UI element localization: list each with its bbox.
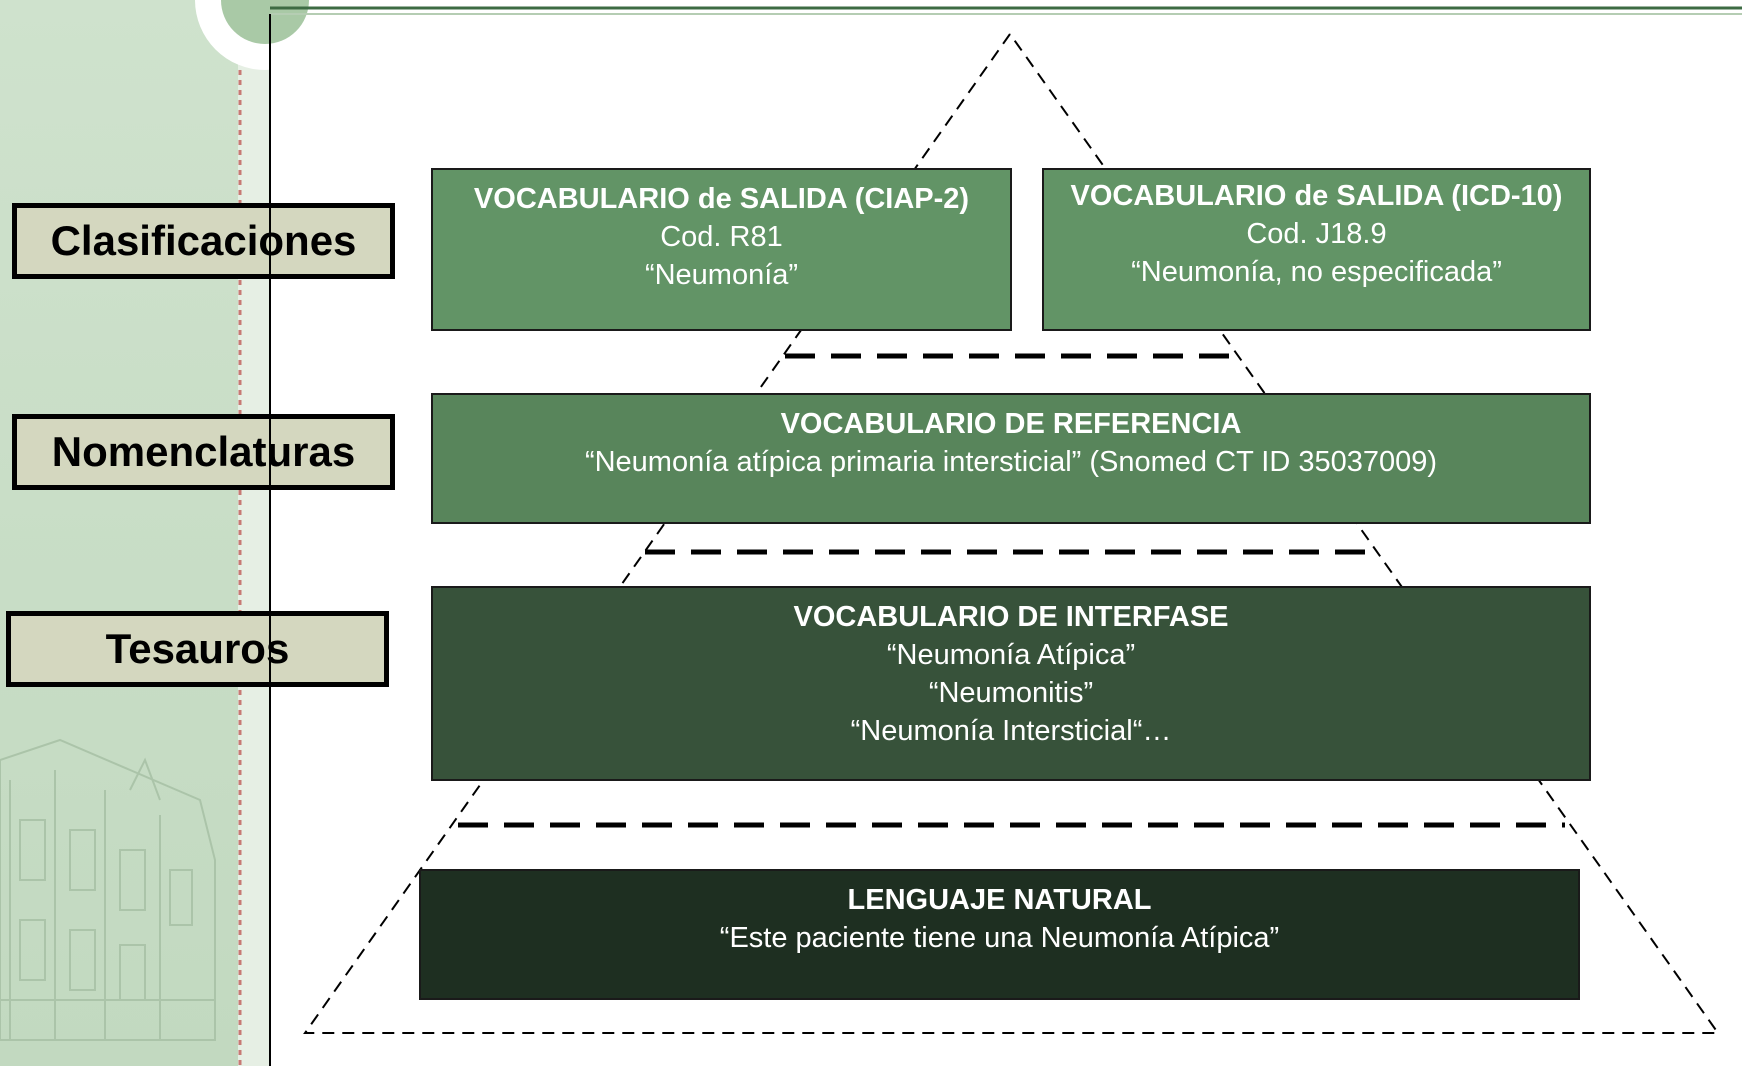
box-referencia-term: “Neumonía atípica primaria intersticial”… [584,446,1438,478]
label-nomenclaturas: Nomenclaturas [12,414,395,490]
box-referencia-title: VOCABULARIO DE REFERENCIA [780,408,1242,440]
box-referencia: VOCABULARIO DE REFERENCIA “Neumonía atíp… [431,393,1591,524]
box-salida-icd-term: “Neumonía, no especificada” [1131,256,1502,288]
box-interfase-term-2: “Neumonitis” [928,677,1094,709]
pyramid-outline [303,33,1720,1034]
box-salida-ciap-title: VOCABULARIO de SALIDA (CIAP-2) [473,183,970,215]
box-salida-ciap-term: “Neumonía” [644,259,799,291]
box-lenguaje-natural-term: “Este paciente tiene una Neumonía Atípic… [719,922,1280,954]
box-lenguaje-natural-title: LENGUAJE NATURAL [847,884,1152,916]
box-interfase: VOCABULARIO DE INTERFASE “Neumonía Atípi… [431,586,1591,781]
top-circle-inner [221,0,309,44]
left-panel [0,0,270,1066]
box-lenguaje-natural: LENGUAJE NATURAL “Este paciente tiene un… [419,869,1580,1000]
box-salida-ciap: VOCABULARIO de SALIDA (CIAP-2) Cod. R81 … [431,168,1012,331]
box-interfase-term-3: “Neumonía Intersticial“… [850,715,1172,747]
box-interfase-term-1: “Neumonía Atípica” [886,639,1136,671]
box-salida-icd: VOCABULARIO de SALIDA (ICD-10) Cod. J18.… [1042,168,1591,331]
box-salida-icd-title: VOCABULARIO de SALIDA (ICD-10) [1070,180,1563,212]
box-salida-icd-code: Cod. J18.9 [1246,218,1387,250]
box-salida-ciap-code: Cod. R81 [660,221,783,253]
label-clasificaciones: Clasificaciones [12,203,395,279]
building-sketch [0,738,216,1041]
box-interfase-title: VOCABULARIO DE INTERFASE [793,601,1229,633]
left-panel-stripe [238,0,270,1066]
label-tesauros: Tesauros [6,611,389,687]
